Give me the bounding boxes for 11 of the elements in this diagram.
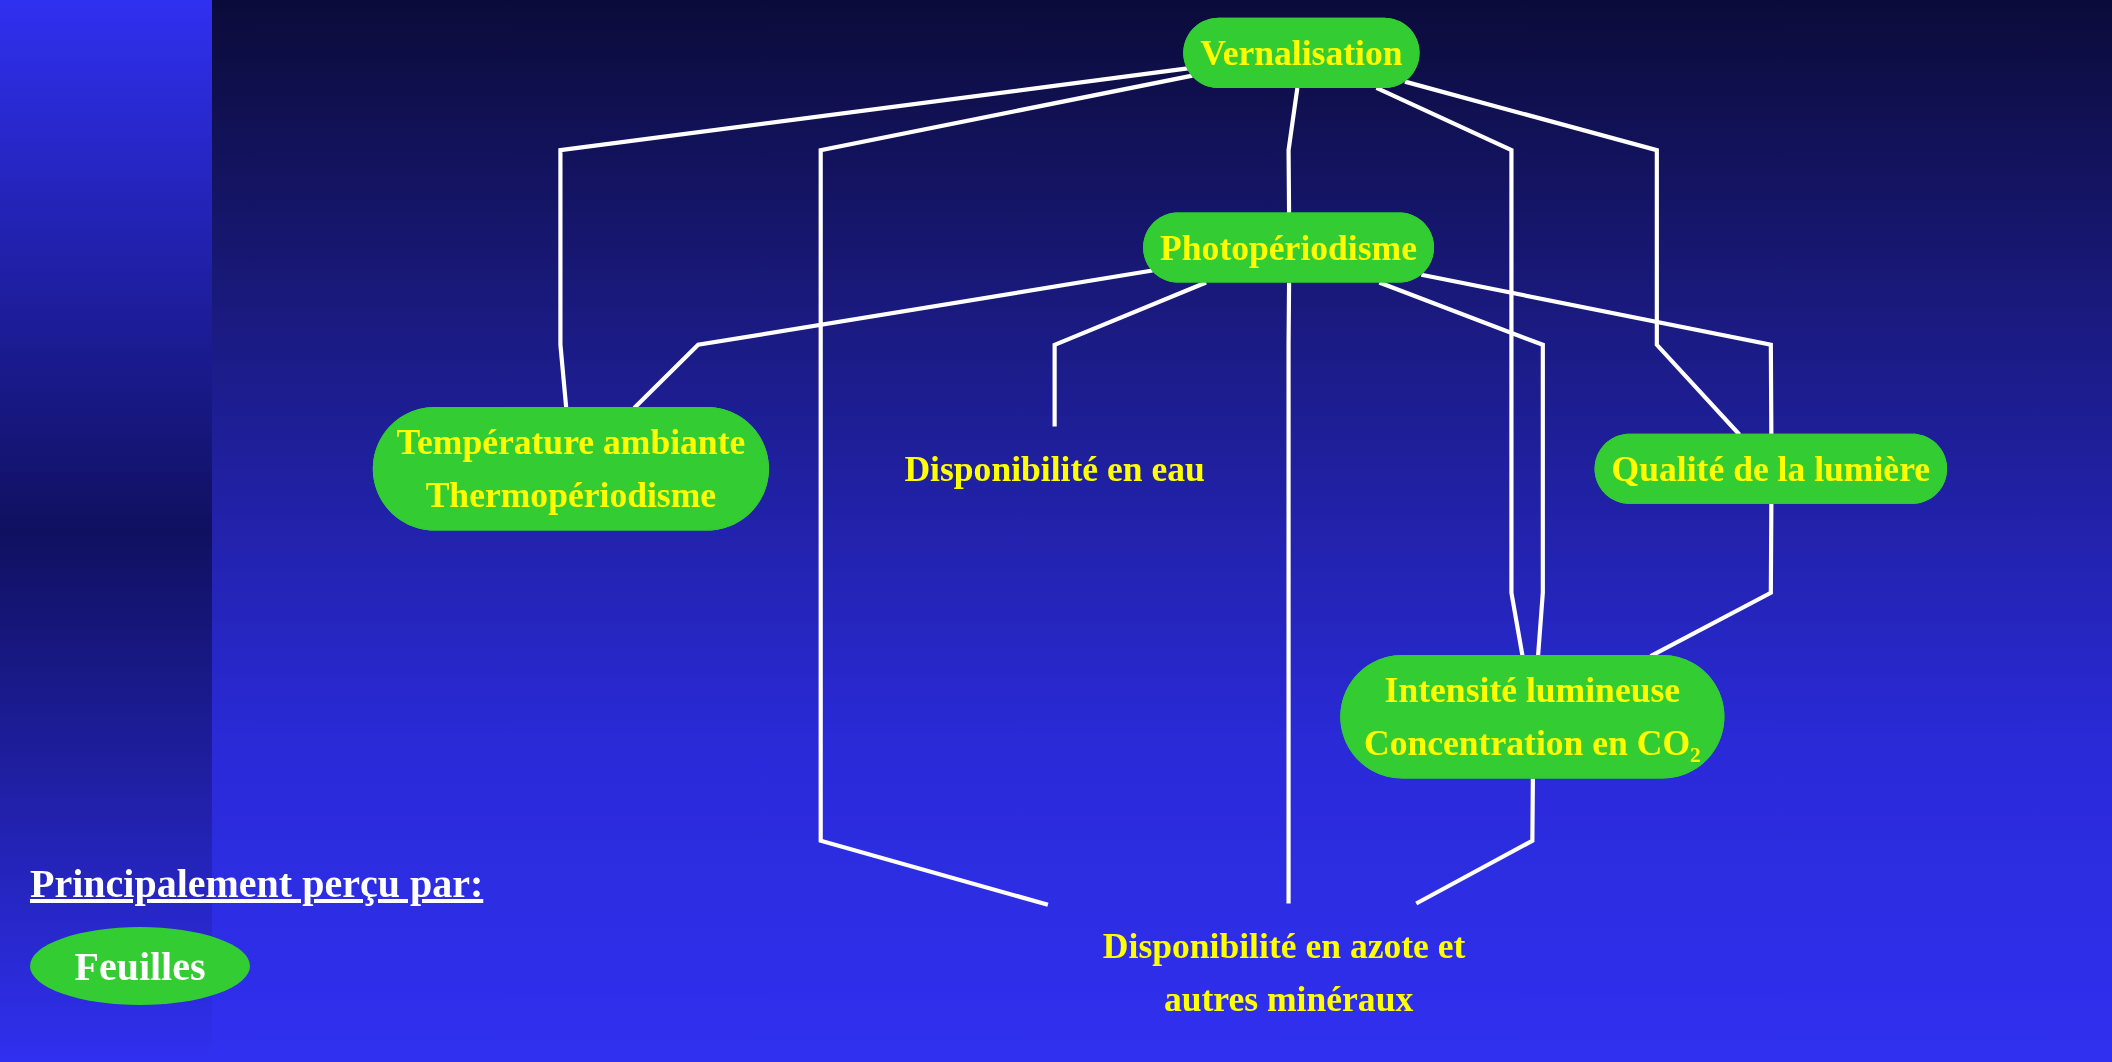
connector [1286,87,1300,214]
connector [818,73,1193,907]
connector [1421,272,1774,435]
connector [558,66,1189,409]
node-text: Disponibilité en azote et autres minéraux [1102,926,1466,1019]
connector [1415,778,1536,906]
legend-text: Feuilles [73,942,207,991]
node-text: Disponibilité en eau [904,449,1205,489]
connector [1375,86,1525,657]
legend-title: Principalement perçu par: [30,860,484,907]
connector [1286,282,1292,904]
